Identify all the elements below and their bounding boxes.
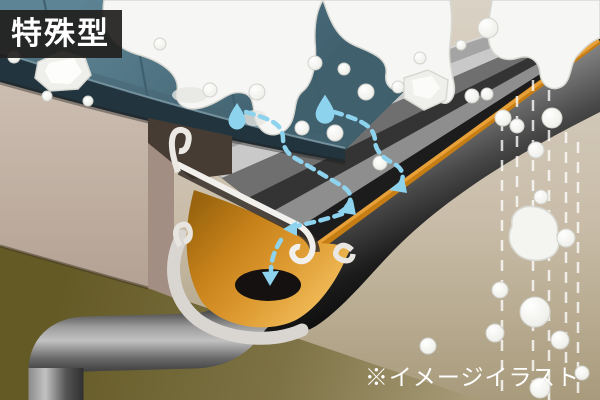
arrowhead-icon <box>337 200 356 215</box>
snowball <box>480 87 494 101</box>
gutter-far-lip-curl <box>333 242 356 264</box>
gutter-near-lip-curl <box>173 221 193 248</box>
arrowhead-icon <box>389 178 407 193</box>
cover-front-curl <box>168 126 192 173</box>
snowball <box>357 83 375 101</box>
under-eave-shadow <box>148 118 232 179</box>
snowball <box>391 80 405 94</box>
snowball <box>494 109 512 127</box>
snowball <box>491 281 509 299</box>
ice-chunk <box>34 50 92 92</box>
snowball <box>533 189 549 205</box>
snowball <box>455 39 467 51</box>
snowball <box>413 51 427 65</box>
type-badge: 特殊型 <box>0 10 122 58</box>
snowball <box>326 124 344 142</box>
snow-blob <box>487 0 600 90</box>
cover-cut-edge <box>175 161 316 265</box>
snowball <box>477 17 499 39</box>
snowball <box>485 323 505 343</box>
snowball <box>82 95 94 107</box>
snowball <box>550 330 570 350</box>
flow-path <box>268 237 284 274</box>
snowball <box>202 82 218 98</box>
snowball <box>527 141 545 159</box>
snowball <box>519 296 551 328</box>
water-drops <box>228 94 335 130</box>
snowball <box>248 83 266 101</box>
arrowhead-icon <box>262 271 279 286</box>
snowball <box>509 118 525 134</box>
wall-front <box>0 84 148 288</box>
snowball <box>153 37 167 51</box>
falling-snow <box>508 205 560 262</box>
ice-chunk <box>403 69 449 111</box>
wall-block <box>0 84 174 298</box>
image-note: ※イメージイラスト <box>364 364 580 390</box>
gutter-interior <box>186 190 350 328</box>
snowball <box>541 107 563 129</box>
falling-snow-chunk <box>508 205 560 262</box>
flow-arrowheads <box>262 178 407 286</box>
flow-path <box>243 109 353 210</box>
snowballs <box>7 17 590 399</box>
wall-bottom-shadow <box>0 244 149 290</box>
snowball <box>529 377 551 399</box>
wall-side <box>148 116 174 298</box>
snowball <box>556 228 576 248</box>
arrowhead-icon <box>283 221 297 236</box>
snowball <box>464 88 480 104</box>
flow-path <box>331 109 405 189</box>
water-drop-icon <box>315 94 335 124</box>
snowball <box>307 55 323 71</box>
snowball <box>337 62 351 76</box>
snowball <box>574 365 590 381</box>
drain-hole <box>235 269 301 301</box>
snow-layer <box>34 0 600 136</box>
snowball <box>294 120 310 136</box>
snowball <box>41 90 53 102</box>
snowball <box>419 337 437 355</box>
gutter-cut-outer-band <box>167 229 309 345</box>
water-drop-icon <box>228 103 246 130</box>
gutter-cross-section <box>167 126 356 345</box>
